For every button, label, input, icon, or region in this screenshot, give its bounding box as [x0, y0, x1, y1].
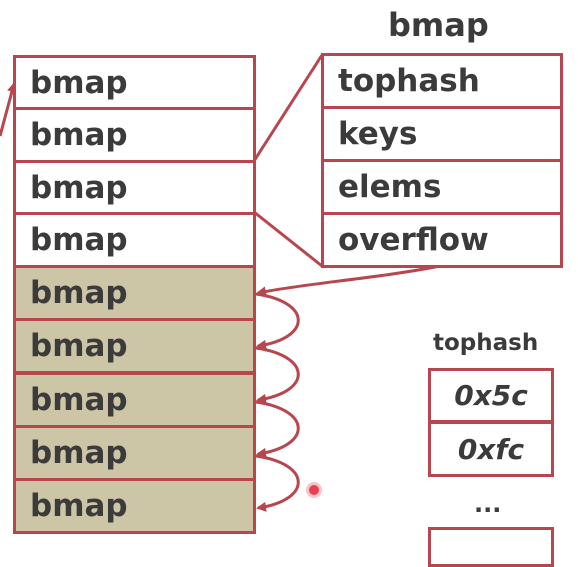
tophash-ellipsis: ...	[474, 490, 502, 518]
bmap-struct-title: bmap	[388, 6, 489, 44]
bmap-field-tophash: tophash	[321, 53, 563, 109]
tophash-title: tophash	[433, 330, 539, 356]
overflow-bucket-cell: bmap	[13, 372, 256, 428]
bmap-field-keys: keys	[321, 106, 563, 162]
overflow-chain-arc-4	[255, 454, 300, 512]
bmap-field-elems: elems	[321, 159, 563, 215]
overflow-bucket-cell: bmap	[13, 425, 256, 481]
connector-lines	[0, 54, 441, 512]
bucket-cell: bmap	[13, 160, 256, 215]
expand-line-bottom	[253, 210, 323, 268]
cursor-indicator	[309, 485, 319, 495]
tophash-value-cell: 0x5c	[428, 368, 554, 423]
tophash-value-cell: 0xfc	[428, 421, 554, 477]
bmap-field-overflow: overflow	[321, 212, 563, 268]
bucket-cell: bmap	[13, 212, 256, 268]
overflow-chain-arc-3	[255, 400, 300, 458]
bucket-cell: bmap	[13, 55, 256, 110]
overflow-bucket-cell: bmap	[13, 318, 256, 374]
tophash-cell-partial	[428, 527, 554, 567]
expand-line-top	[252, 54, 324, 162]
overflow-bucket-cell: bmap	[13, 478, 256, 534]
overflow-pointer-arrow	[256, 264, 441, 297]
overflow-chain-arc-1	[255, 292, 300, 350]
overflow-chain-arc-2	[255, 346, 300, 404]
bucket-cell: bmap	[13, 107, 256, 163]
overflow-bucket-cell: bmap	[13, 265, 256, 321]
incoming-pointer-line	[0, 82, 17, 137]
